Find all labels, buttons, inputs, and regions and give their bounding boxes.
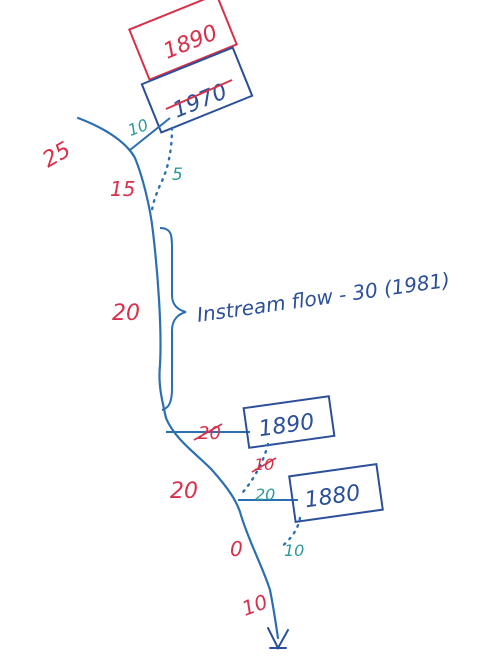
low-return-amount: 10	[284, 541, 304, 560]
top-return-dots	[150, 126, 174, 214]
mid-amount-strikethrough	[193, 423, 223, 441]
low-diversion-amount: 20	[255, 485, 275, 504]
year-strikethrough	[165, 79, 233, 110]
river-channel	[76, 116, 280, 640]
low-year-label: 1880	[303, 481, 362, 514]
red-priority-box	[128, 0, 238, 81]
flow-label-upper-reach: 15	[110, 177, 135, 201]
flow-arrow-icon	[267, 627, 289, 651]
mid-priority-box	[242, 395, 336, 449]
top-diversion-line	[129, 117, 171, 151]
top-priority-box: 1890 1970	[128, 0, 254, 134]
instream-flow-label: Instream flow - 30 (1981)	[195, 268, 451, 327]
flow-label-lower-reach: 20	[170, 479, 198, 504]
flow-label-top-left: 25	[39, 137, 76, 173]
mid-year-label: 1890	[257, 410, 316, 443]
flow-label-middle-reach: 20	[112, 301, 140, 326]
mid-return-strikethrough	[251, 457, 277, 473]
blue-priority-box	[140, 46, 254, 134]
instream-flow-brace	[159, 227, 187, 411]
top-return-amount: 5	[172, 165, 183, 185]
red-year-label: 1890	[160, 20, 221, 64]
flow-label-below-confluence: 0	[230, 537, 243, 561]
flow-label-bottom: 10	[239, 589, 271, 620]
low-priority-box	[288, 462, 384, 524]
